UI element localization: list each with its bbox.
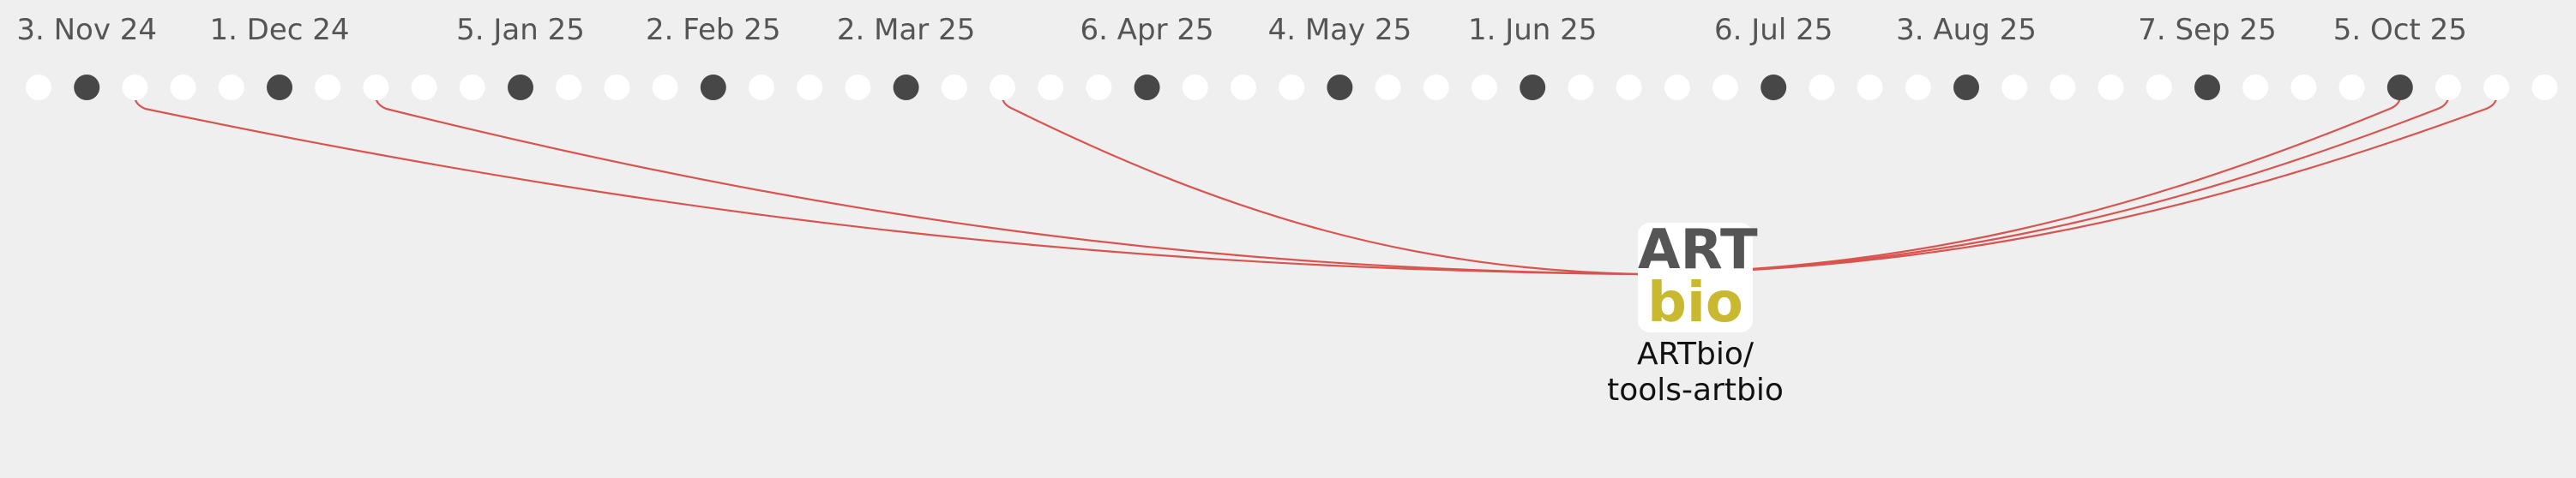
- repo-logo[interactable]: ART bio: [1638, 218, 1758, 335]
- timeline-dot[interactable]: [1616, 75, 1642, 100]
- labels-layer: 3. Nov 24 1. Dec 24 5. Jan 25 2. Feb 25 2. M…: [16, 13, 2466, 47]
- timeline-dot-month-start[interactable]: [1953, 75, 1979, 100]
- timeline-dot[interactable]: [363, 75, 389, 100]
- timeline-dot[interactable]: [1905, 75, 1931, 100]
- timeline-dot[interactable]: [990, 75, 1015, 100]
- timeline-dot[interactable]: [1231, 75, 1256, 100]
- timeline-dot[interactable]: [2098, 75, 2124, 100]
- month-label: 3. Aug 25: [1896, 13, 2037, 47]
- timeline-dot-month-start[interactable]: [893, 75, 919, 100]
- timeline-dot[interactable]: [26, 75, 51, 100]
- timeline-dot[interactable]: [749, 75, 774, 100]
- timeline-dot[interactable]: [459, 75, 485, 100]
- timeline-dot-month-start[interactable]: [1760, 75, 1787, 100]
- timeline-dot[interactable]: [1086, 75, 1112, 100]
- timeline-dot[interactable]: [556, 75, 582, 100]
- timeline-dot-month-start[interactable]: [508, 75, 533, 100]
- timeline-dot-month-start[interactable]: [2386, 75, 2413, 100]
- timeline-dot-month-start[interactable]: [1520, 75, 1546, 100]
- timeline-dot[interactable]: [1375, 75, 1401, 100]
- timeline-dot-month-start[interactable]: [1134, 75, 1160, 100]
- logo-text-top: ART: [1638, 218, 1758, 282]
- connection-link-0: [134, 98, 1639, 276]
- timeline-dot[interactable]: [2483, 75, 2510, 100]
- timeline-dot[interactable]: [1279, 75, 1305, 100]
- timeline-dot[interactable]: [411, 75, 437, 100]
- month-label: 2. Feb 25: [646, 13, 781, 47]
- month-label: 6. Jul 25: [1714, 13, 1833, 47]
- month-label: 1. Dec 24: [209, 13, 349, 47]
- month-label: 3. Nov 24: [16, 13, 157, 47]
- month-label: 2. Mar 25: [837, 13, 975, 47]
- timeline-dot[interactable]: [2531, 75, 2558, 100]
- timeline-dot[interactable]: [797, 75, 823, 100]
- timeline-dot[interactable]: [2049, 75, 2076, 100]
- timeline-dot[interactable]: [1472, 75, 1497, 100]
- timeline-dot[interactable]: [1423, 75, 1449, 100]
- timeline-dot[interactable]: [1809, 75, 1835, 100]
- timeline-dot[interactable]: [2338, 75, 2365, 100]
- timeline-dot[interactable]: [2146, 75, 2172, 100]
- timeline-dot[interactable]: [2435, 75, 2461, 100]
- connection-link-4: [1637, 98, 2450, 276]
- connection-link-1: [375, 98, 1639, 276]
- timeline-dot-month-start[interactable]: [267, 75, 292, 100]
- timeline-dot[interactable]: [1568, 75, 1594, 100]
- timeline-dot[interactable]: [1857, 75, 1883, 100]
- timeline-dot-month-start[interactable]: [2194, 75, 2220, 100]
- connection-link-5: [1637, 98, 2498, 276]
- timeline-dot[interactable]: [170, 75, 196, 100]
- timeline-dot[interactable]: [652, 75, 678, 100]
- month-label: 5. Jan 25: [456, 13, 585, 47]
- logo-text-bottom: bio: [1647, 272, 1743, 335]
- repo-title: tools-artbio: [1607, 373, 1784, 408]
- timeline-dot[interactable]: [315, 75, 341, 100]
- timeline-dot[interactable]: [122, 75, 148, 100]
- month-label: 4. May 25: [1268, 13, 1412, 47]
- month-label: 5. Oct 25: [2333, 13, 2467, 47]
- timeline-dot[interactable]: [1038, 75, 1064, 100]
- timeline-dot[interactable]: [604, 75, 630, 100]
- timeline-dot[interactable]: [1664, 75, 1690, 100]
- timeline-dot[interactable]: [941, 75, 967, 100]
- dots-layer: [26, 75, 2558, 100]
- month-label: 7. Sep 25: [2138, 13, 2276, 47]
- month-label: 1. Jun 25: [1468, 13, 1597, 47]
- timeline-dot[interactable]: [2290, 75, 2317, 100]
- timeline-dot-month-start[interactable]: [1327, 75, 1353, 100]
- month-label: 6. Apr 25: [1080, 13, 1214, 47]
- links-layer: [134, 98, 2498, 276]
- timeline-dot[interactable]: [2242, 75, 2269, 100]
- timeline-dot[interactable]: [1182, 75, 1208, 100]
- timeline-dot-month-start[interactable]: [700, 75, 726, 100]
- repo-owner: ARTbio/: [1636, 337, 1754, 372]
- timeline-dot[interactable]: [218, 75, 244, 100]
- timeline-dot[interactable]: [845, 75, 871, 100]
- connection-link-2: [1001, 98, 1639, 276]
- timeline-dot[interactable]: [1712, 75, 1738, 100]
- timeline-dot-month-start[interactable]: [74, 75, 100, 100]
- timeline-dot[interactable]: [2001, 75, 2028, 100]
- repo-name[interactable]: ARTbio/ tools-artbio: [1567, 337, 1824, 409]
